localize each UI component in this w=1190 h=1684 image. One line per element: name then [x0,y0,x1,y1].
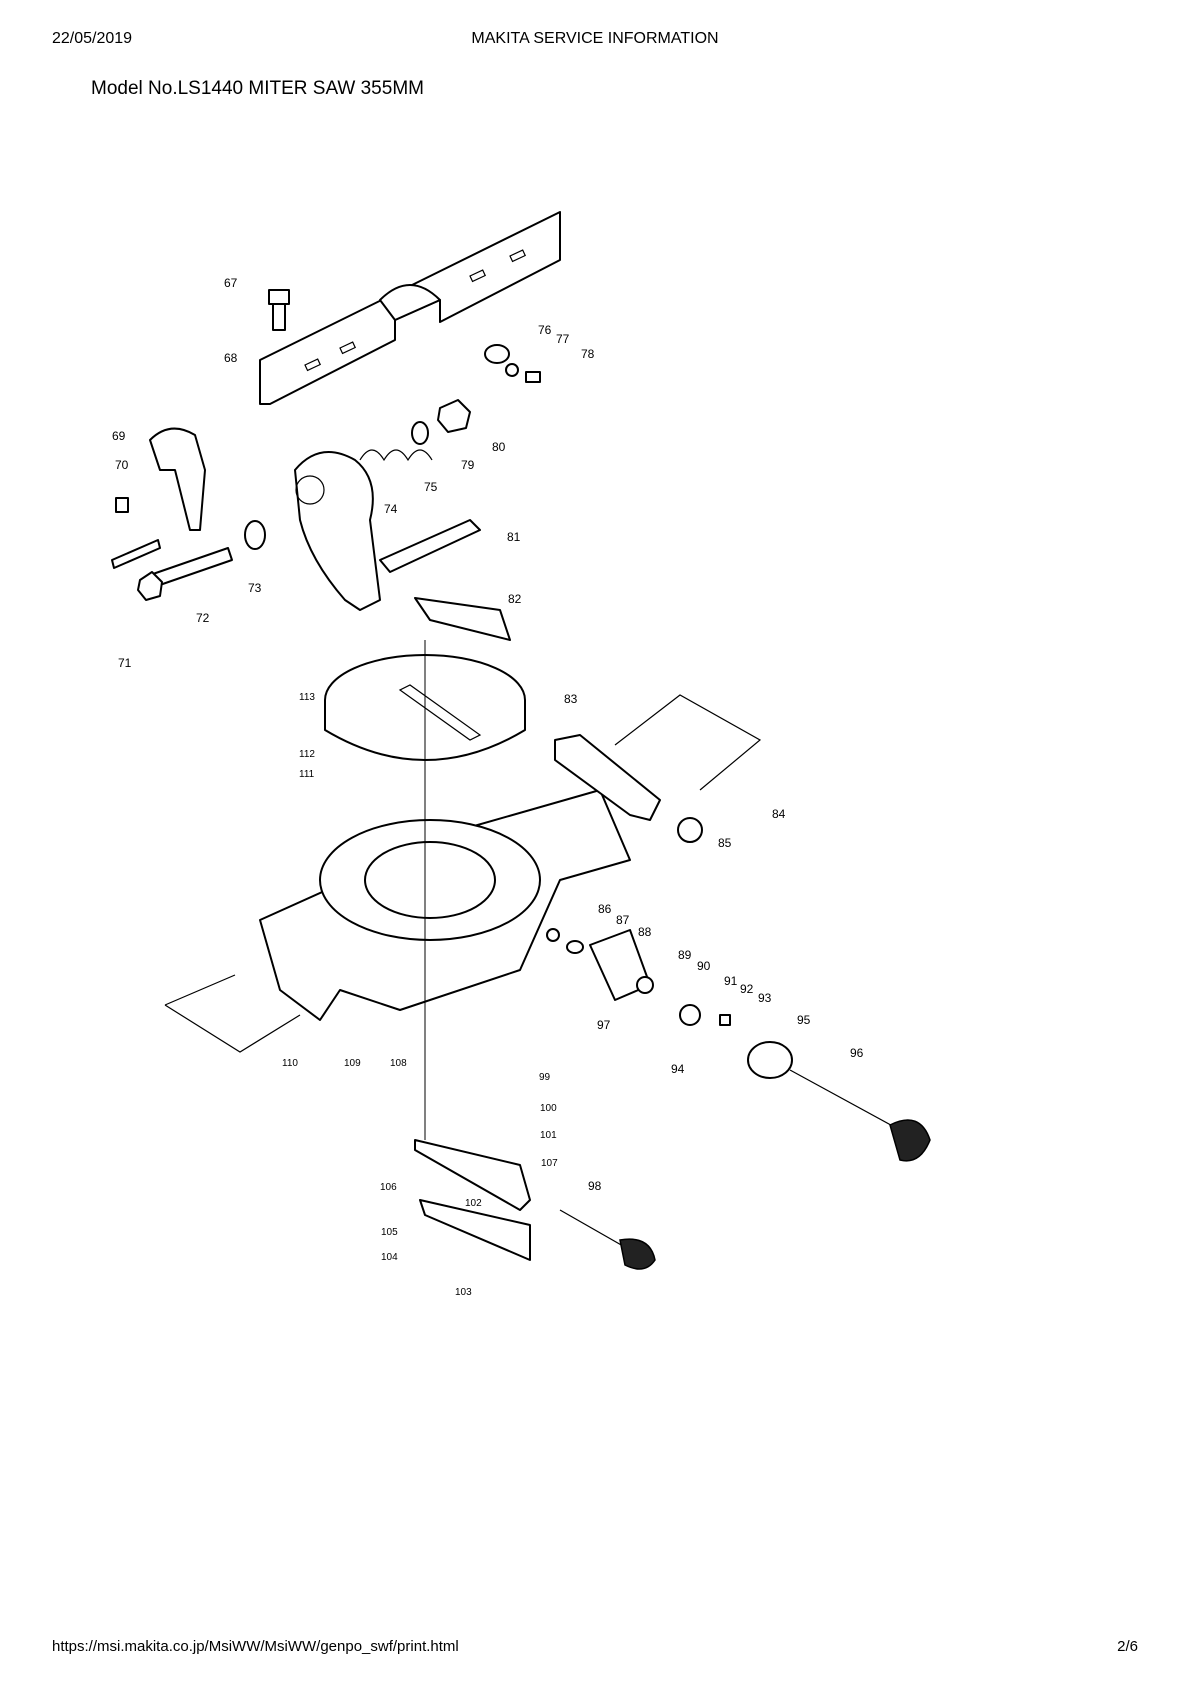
part-label: 83 [564,692,578,706]
part-label: 79 [461,458,475,472]
part-label: 97 [597,1018,611,1032]
footer-url[interactable]: https://msi.makita.co.jp/MsiWW/MsiWW/gen… [52,1638,459,1655]
part-label: 99 [539,1072,551,1083]
part-label: 87 [616,913,630,927]
header-date: 22/05/2019 [52,30,133,47]
part-label: 104 [381,1252,398,1263]
part-label: 88 [638,925,652,939]
part-label: 111 [299,769,315,780]
part-label: 89 [678,948,692,962]
part-label: 94 [671,1062,685,1076]
washer-part [484,344,510,364]
part-label: 96 [850,1046,864,1060]
part-label: 71 [118,656,132,670]
part-label: 113 [299,692,315,703]
part-label: 112 [299,749,315,760]
part-label: 67 [224,276,238,290]
header-title: MAKITA SERVICE INFORMATION [471,30,719,47]
part-label: 70 [115,458,129,472]
model-title: Model No.LS1440 MITER SAW 355MM [91,78,424,99]
part-label: 81 [507,530,521,544]
part-label: 75 [424,480,438,494]
part-label: 78 [581,347,595,361]
part-label: 80 [492,440,506,454]
base-part [259,789,631,1021]
part-label: 69 [112,429,126,443]
footer-page-number: 2/6 [1117,1638,1138,1655]
bolt-part [268,289,290,331]
part-label: 74 [384,502,398,516]
part-label: 103 [455,1287,472,1298]
part-label: 73 [248,581,262,595]
part-label: 108 [390,1058,407,1069]
part-label: 90 [697,959,711,973]
part-label: 102 [465,1198,482,1209]
fence-part [259,211,561,405]
part-label: 93 [758,991,772,1005]
part-label: 86 [598,902,612,916]
part-label: 92 [740,982,754,996]
part-label: 85 [718,836,732,850]
part-label: 76 [538,323,552,337]
part-label: 82 [508,592,522,606]
part-label: 98 [588,1179,602,1193]
part-label: 105 [381,1227,398,1238]
part-label: 100 [540,1103,557,1114]
part-label: 72 [196,611,210,625]
part-label: 106 [380,1182,397,1193]
part-label: 110 [282,1058,298,1069]
part-label: 68 [224,351,238,365]
part-label: 91 [724,974,738,988]
part-label: 77 [556,332,570,346]
part-label: 101 [540,1130,557,1141]
part-label: 109 [344,1058,361,1069]
part-label: 107 [541,1158,558,1169]
part-label: 95 [797,1013,811,1027]
part-label: 84 [772,807,786,821]
